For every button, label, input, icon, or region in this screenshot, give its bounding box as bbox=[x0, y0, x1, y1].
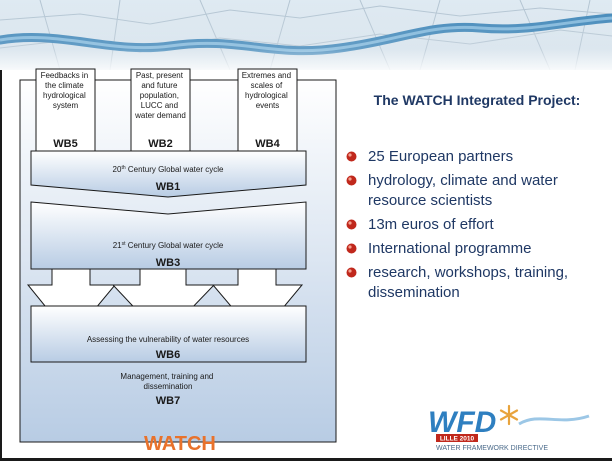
slide-bottom-border bbox=[0, 458, 612, 461]
wb3-code: WB3 bbox=[156, 257, 180, 269]
list-item: hydrology, climate and water resource sc… bbox=[346, 171, 612, 211]
wb6-code: WB6 bbox=[156, 349, 180, 361]
wb7-code: WB7 bbox=[156, 395, 180, 407]
wb5-box: Feedbacks in the climate hydrological sy… bbox=[35, 68, 96, 152]
list-item: International programme bbox=[346, 239, 612, 259]
svg-text:Past, present and future: Past, present and future population, LUC… bbox=[134, 71, 186, 120]
svg-text:Assessing the vulnerability of: Assessing the vulnerability of water res… bbox=[87, 335, 249, 344]
red-ball-bullet-icon bbox=[346, 243, 357, 254]
watch-label: WATCH bbox=[144, 433, 216, 455]
work-block-diagram: Feedbacks in the climate hydrological sy… bbox=[19, 68, 337, 443]
svg-text:20th Century Global water cycl: 20th Century Global water cycle bbox=[113, 165, 224, 174]
wfd-lille-2010-logo: WFD LILLE 2010 WATER FRAMEWORK DIRECTIVE bbox=[428, 404, 590, 452]
project-bullet-list: 25 European partners hydrology, climate … bbox=[346, 147, 612, 307]
list-item: 13m euros of effort bbox=[346, 215, 612, 235]
river-banner-image bbox=[0, 0, 612, 70]
red-ball-bullet-icon bbox=[346, 151, 357, 162]
wb3-chevron: 21st Century Global water cycle WB3 bbox=[30, 201, 307, 270]
snowflake-icon bbox=[499, 404, 519, 426]
slide-left-border bbox=[0, 70, 2, 461]
wb4-box: Extremes and scales of hydrological even… bbox=[237, 68, 298, 152]
red-ball-bullet-icon bbox=[346, 219, 357, 230]
wb5-code: WB5 bbox=[53, 138, 77, 150]
svg-text:Feedbacks in the climate: Feedbacks in the climate hydrological sy… bbox=[41, 71, 91, 110]
list-item: research, workshops, training, dissemina… bbox=[346, 263, 612, 303]
svg-text:21st Century Global water cycl: 21st Century Global water cycle bbox=[113, 241, 224, 250]
wb7-text: Management, training and dissemination bbox=[120, 372, 215, 391]
svg-text:Extremes and scales of: Extremes and scales of hydrological even… bbox=[242, 71, 294, 110]
wb4-code: WB4 bbox=[255, 138, 280, 150]
wb2-box: Past, present and future population, LUC… bbox=[130, 68, 191, 152]
wb1-chevron: 20th Century Global water cycle WB1 bbox=[30, 150, 307, 198]
wb1-code: WB1 bbox=[156, 181, 180, 193]
wb6-box: Assessing the vulnerability of water res… bbox=[30, 305, 307, 363]
project-title: The WATCH Integrated Project: bbox=[373, 92, 581, 108]
wb2-code: WB2 bbox=[148, 138, 172, 150]
svg-text:WFD: WFD bbox=[428, 406, 496, 439]
red-ball-bullet-icon bbox=[346, 267, 357, 278]
list-item: 25 European partners bbox=[346, 147, 612, 167]
svg-text:WATER FRAMEWORK DIRECTIVE: WATER FRAMEWORK DIRECTIVE bbox=[436, 445, 548, 452]
red-ball-bullet-icon bbox=[346, 175, 357, 186]
svg-text:LILLE 2010: LILLE 2010 bbox=[440, 436, 475, 443]
